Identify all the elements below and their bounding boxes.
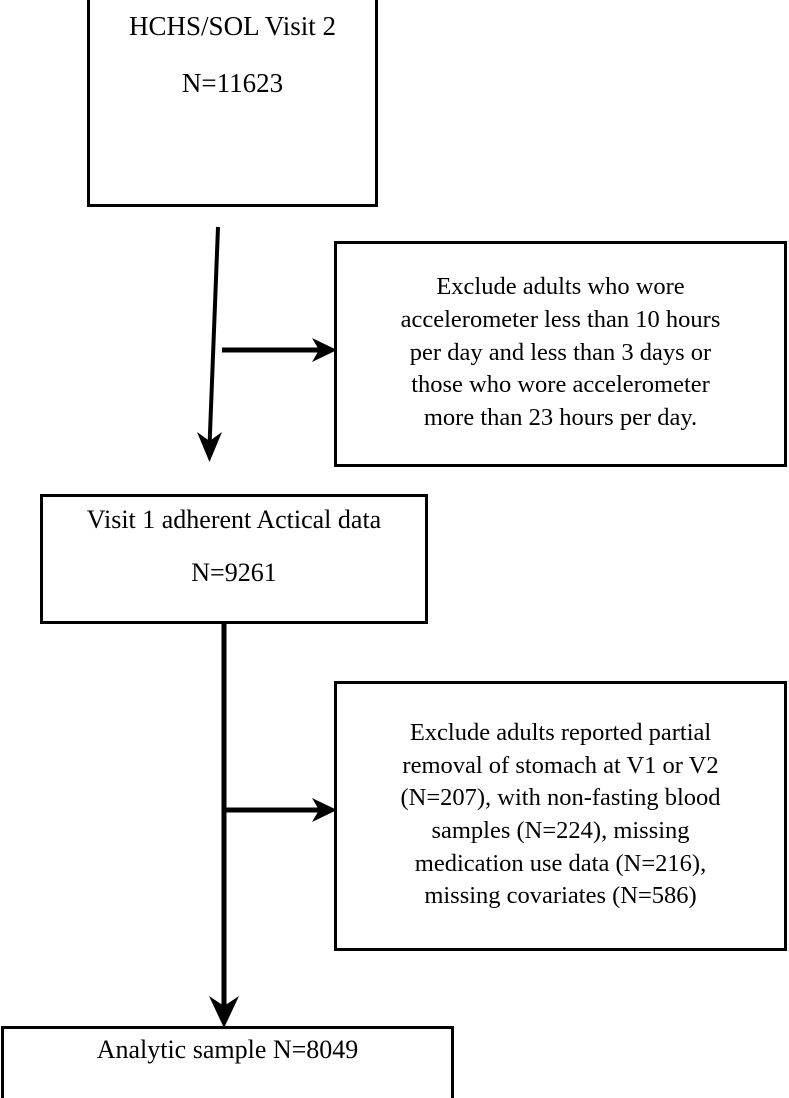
exclusion-2-line-5: medication use data (N=216), — [414, 849, 707, 877]
arrow-source-to-exclude-1 — [222, 338, 337, 362]
node-analytic-label: Analytic sample N=8049 — [96, 1035, 359, 1064]
node-source-line-1: HCHS/SOL Visit 2 — [129, 11, 336, 41]
exclusion-2-line-1: Exclude adults reported partial — [409, 719, 712, 747]
exclusion-2-line-6: missing covariates (N=586) — [424, 882, 697, 910]
node-exclusion-criteria-1: Exclude adults who wore accelerometer le… — [334, 241, 787, 467]
node-exclusion-criteria-2: Exclude adults reported partial removal … — [334, 681, 787, 951]
node-analytic-sample: Analytic sample N=8049 — [1, 1026, 454, 1098]
exclusion-2-line-3: (N=207), with non-fasting blood — [400, 784, 721, 812]
exclusion-2-line-2: removal of stomach at V1 or V2 — [402, 751, 719, 779]
arrow-adherent-to-analytic — [209, 622, 239, 1028]
arrow-source-to-adherent — [197, 226, 222, 462]
node-adherent-actical-data: Visit 1 adherent Actical data N=9261 — [40, 494, 428, 624]
exclusion-1-line-4: those who wore accelerometer — [411, 371, 710, 399]
exclusion-1-line-5: more than 23 hours per day. — [423, 404, 698, 432]
node-source-cohort: HCHS/SOL Visit 2 N=11623 — [87, 0, 378, 207]
node-adherent-count: N=9261 — [191, 558, 277, 587]
node-source-count: N=11623 — [181, 68, 284, 98]
exclusion-2-line-4: samples (N=224), missing — [431, 817, 690, 844]
arrow-adherent-to-exclude-2 — [224, 798, 337, 822]
exclusion-1-line-1: Exclude adults who wore — [436, 272, 685, 300]
exclusion-1-line-2: accelerometer less than 10 hours — [400, 305, 721, 333]
node-adherent-line-1: Visit 1 adherent Actical data — [86, 505, 382, 534]
exclusion-1-line-3: per day and less than 3 days or — [409, 338, 712, 366]
